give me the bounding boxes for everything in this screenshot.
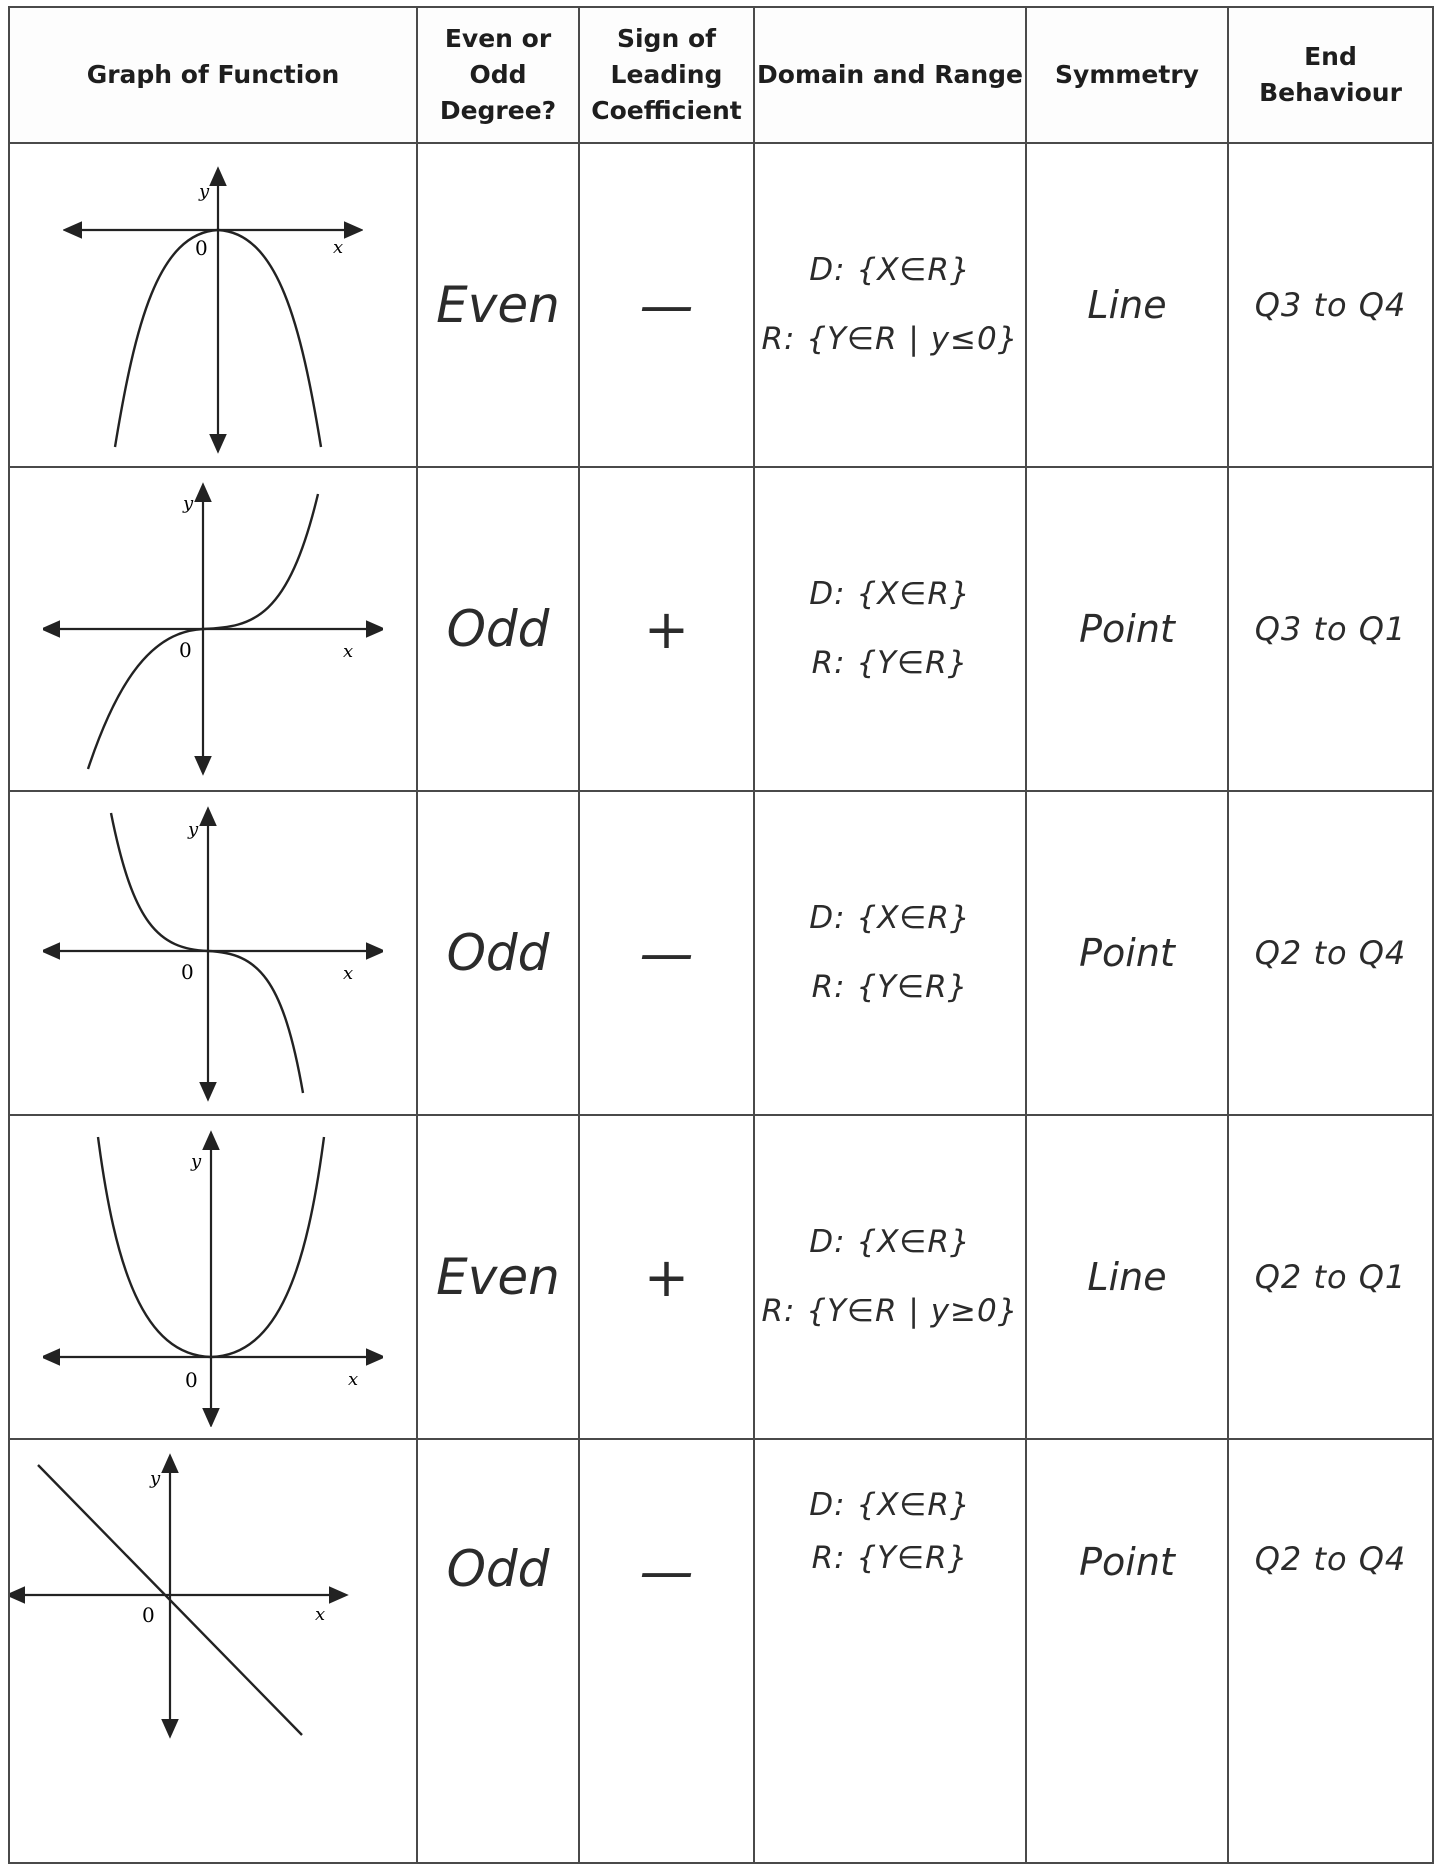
end-behaviour-cell: Q3 to Q4 xyxy=(1227,142,1434,468)
degree-cell: Odd xyxy=(416,1438,580,1864)
function-curve xyxy=(96,1136,326,1359)
origin-label: 0 xyxy=(195,236,208,260)
graph-cell: 0 x y xyxy=(8,1438,418,1864)
origin-label: 0 xyxy=(181,960,194,984)
symmetry-cell: Point xyxy=(1025,466,1229,792)
sign-cell: — xyxy=(578,1438,755,1864)
y-label: y xyxy=(190,1151,202,1172)
range-text: R: {Y∈R | y≥0} xyxy=(761,1293,1019,1329)
graph-odd-positive: 0 x y xyxy=(43,482,383,776)
table-row: 0 x y Odd — D: {X∈R} R: {Y∈R} Point Q2 t… xyxy=(8,1438,1434,1864)
symmetry-cell: Line xyxy=(1025,142,1229,468)
graph-cell: 0 x y xyxy=(8,790,418,1116)
header-domain-range: Domain and Range xyxy=(753,6,1027,144)
sign-cell: — xyxy=(578,790,755,1116)
domain-range-cell: D: {X∈R} R: {Y∈R} xyxy=(753,466,1027,792)
degree-cell: Even xyxy=(416,142,580,468)
x-label: x xyxy=(343,963,353,984)
domain-text: D: {X∈R} xyxy=(809,900,971,936)
degree-cell: Even xyxy=(416,1114,580,1440)
domain-text: D: {X∈R} xyxy=(809,1224,971,1260)
y-label: y xyxy=(198,181,210,202)
function-curve xyxy=(113,228,323,448)
y-label: y xyxy=(182,493,194,514)
graph-cell: 0 x y xyxy=(8,142,418,468)
graph-cell: 0 x y xyxy=(8,466,418,792)
degree-cell: Odd xyxy=(416,466,580,792)
polynomial-worksheet-table: Graph of Function Even or Odd Degree? Si… xyxy=(8,6,1434,1864)
range-text: R: {Y∈R} xyxy=(811,645,969,681)
domain-text: D: {X∈R} xyxy=(809,1487,971,1523)
domain-text: D: {X∈R} xyxy=(809,576,971,612)
header-graph: Graph of Function xyxy=(8,6,418,144)
end-behaviour-cell: Q3 to Q1 xyxy=(1227,466,1434,792)
function-line xyxy=(37,1464,303,1736)
header-row: Graph of Function Even or Odd Degree? Si… xyxy=(8,6,1434,144)
sign-cell: + xyxy=(578,466,755,792)
domain-range-cell: D: {X∈R} R: {Y∈R | y≤0} xyxy=(753,142,1027,468)
degree-cell: Odd xyxy=(416,790,580,1116)
graph-even-negative: 0 x y xyxy=(63,166,363,454)
graph-cell: 0 x y xyxy=(8,1114,418,1440)
header-sign: Sign of Leading Coefficient xyxy=(578,6,755,144)
header-symmetry: Symmetry xyxy=(1025,6,1229,144)
symmetry-cell: Line xyxy=(1025,1114,1229,1440)
header-degree: Even or Odd Degree? xyxy=(416,6,580,144)
header-end-behaviour: End Behaviour xyxy=(1227,6,1434,144)
function-curve xyxy=(109,812,305,1094)
x-label: x xyxy=(348,1369,358,1390)
x-label: x xyxy=(333,237,343,258)
y-label: y xyxy=(187,819,199,840)
sign-cell: + xyxy=(578,1114,755,1440)
domain-range-cell: D: {X∈R} R: {Y∈R} xyxy=(753,790,1027,1116)
function-curve xyxy=(86,493,320,770)
graph-odd-negative: 0 x y xyxy=(43,806,383,1102)
sign-cell: — xyxy=(578,142,755,468)
origin-label: 0 xyxy=(185,1368,198,1392)
range-text: R: {Y∈R} xyxy=(811,969,969,1005)
graph-even-positive: 0 x y xyxy=(43,1130,383,1427)
table-row: 0 x y Even — D: {X∈R} R: {Y∈R | y≤0} Lin… xyxy=(8,142,1434,468)
origin-label: 0 xyxy=(179,638,192,662)
domain-text: D: {X∈R} xyxy=(809,252,971,288)
end-behaviour-cell: Q2 to Q1 xyxy=(1227,1114,1434,1440)
end-behaviour-cell: Q2 to Q4 xyxy=(1227,790,1434,1116)
graph-linear-negative: 0 x y xyxy=(10,1453,349,1739)
range-text: R: {Y∈R | y≤0} xyxy=(761,321,1019,357)
symmetry-cell: Point xyxy=(1025,790,1229,1116)
symmetry-cell: Point xyxy=(1025,1438,1229,1864)
domain-range-cell: D: {X∈R} R: {Y∈R | y≥0} xyxy=(753,1114,1027,1440)
range-text: R: {Y∈R} xyxy=(811,1540,969,1576)
domain-range-cell: D: {X∈R} R: {Y∈R} xyxy=(753,1438,1027,1864)
end-behaviour-cell: Q2 to Q4 xyxy=(1227,1438,1434,1864)
origin-label: 0 xyxy=(142,1603,155,1627)
table-row: 0 x y Odd + D: {X∈R} R: {Y∈R} Point Q3 t… xyxy=(8,466,1434,792)
table-row: 0 x y Odd — D: {X∈R} R: {Y∈R} Point Q2 t… xyxy=(8,790,1434,1116)
y-label: y xyxy=(149,1468,161,1489)
x-label: x xyxy=(315,1604,325,1625)
table-row: 0 x y Even + D: {X∈R} R: {Y∈R | y≥0} Lin… xyxy=(8,1114,1434,1440)
x-label: x xyxy=(343,641,353,662)
